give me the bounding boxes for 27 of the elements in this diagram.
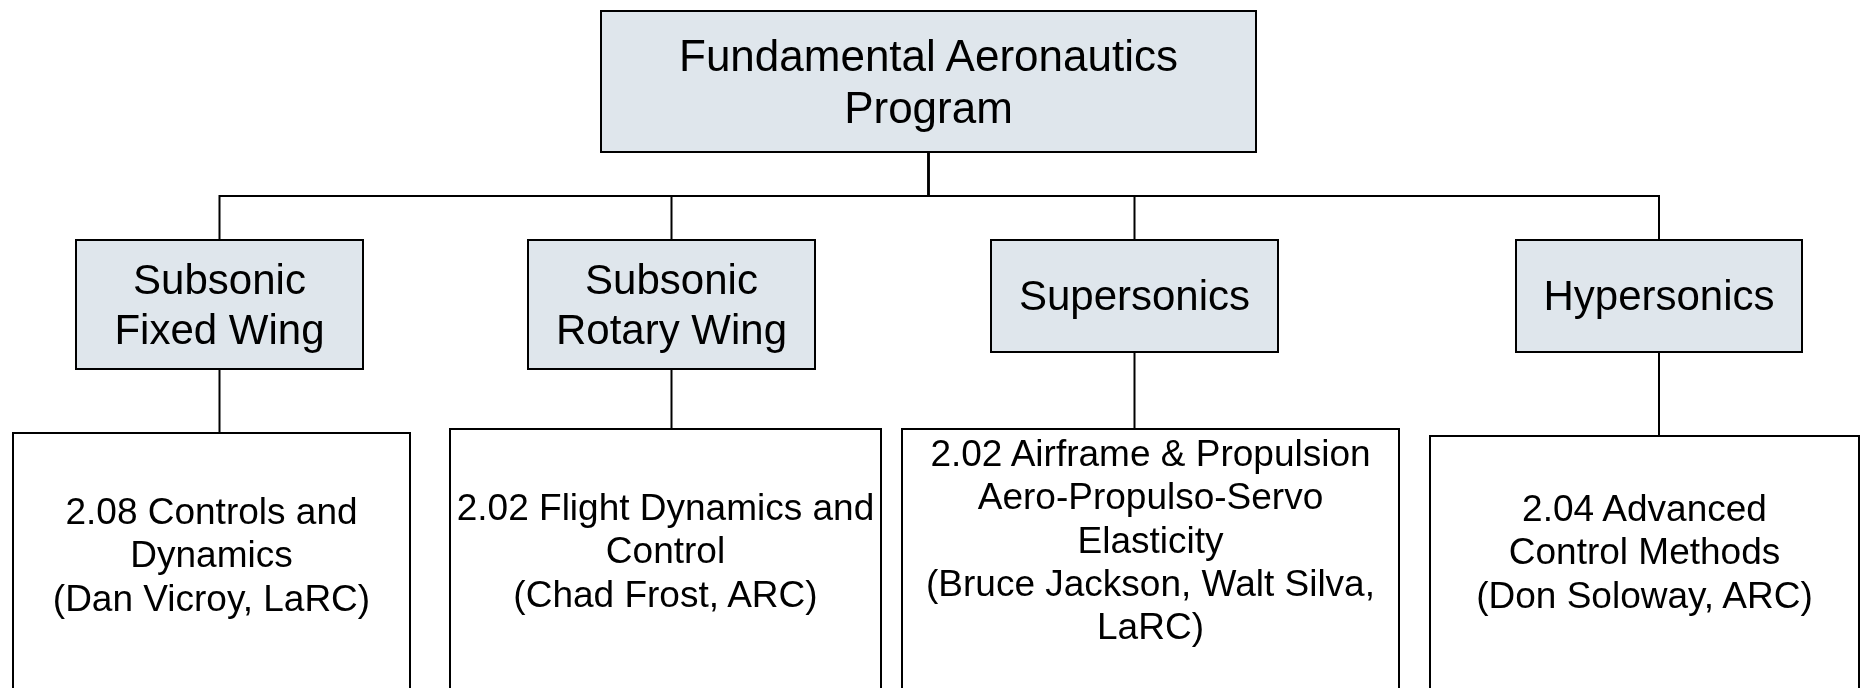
connector-line (218, 369, 221, 433)
connector-line (670, 369, 673, 429)
node-title: 2.04 Advanced Control Methods (1507, 487, 1782, 574)
node-title: 2.08 Controls and Dynamics (64, 490, 359, 577)
node-contact: (Don Soloway, ARC) (1476, 573, 1813, 617)
program-box (990, 239, 1279, 353)
project-box (449, 428, 882, 688)
node-title: 2.02 Airframe & Propulsion Aero-Propulso-Servo Elasticity (929, 432, 1372, 562)
node-title: Subsonic Fixed Wing (113, 255, 326, 354)
node-contact: (Chad Frost, ARC) (513, 572, 818, 616)
connector-line (1658, 352, 1660, 436)
node-title: Hypersonics (1543, 271, 1775, 321)
node-title: 2.02 Flight Dynamics and Control (455, 486, 876, 573)
program-box (527, 239, 816, 370)
project-box (901, 428, 1400, 688)
project-box (12, 432, 411, 688)
node-title: Subsonic Rotary Wing (554, 255, 789, 354)
node-title: Fundamental Aeronautics Program (678, 30, 1179, 133)
node-contact: (Bruce Jackson, Walt Silva, LaRC) (925, 561, 1376, 649)
program-box (600, 10, 1257, 153)
project-box (1429, 435, 1860, 688)
connector-line (1133, 352, 1136, 429)
node-title: Supersonics (1018, 271, 1251, 321)
program-box (1515, 239, 1803, 353)
connector-line (927, 152, 1660, 240)
node-contact: (Dan Vicroy, LaRC) (52, 576, 371, 620)
program-box (75, 239, 364, 370)
